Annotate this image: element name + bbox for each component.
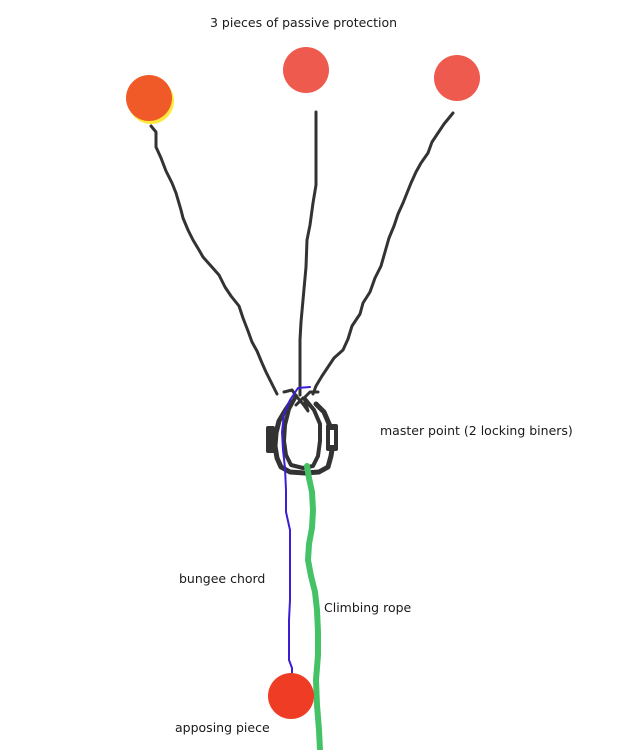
bungee-label: bungee chord xyxy=(179,571,266,586)
protection-right xyxy=(434,55,480,101)
title-label: 3 pieces of passive protection xyxy=(210,15,398,30)
apposing-piece-label: apposing piece xyxy=(175,720,270,735)
climbing-rope-label: Climbing rope xyxy=(324,600,412,615)
master-point-label: master point (2 locking biners) xyxy=(380,423,573,438)
biner-lock-left xyxy=(266,426,275,453)
climbing-rope xyxy=(304,463,323,750)
biner-lock-right-hole xyxy=(330,430,334,445)
protection-center xyxy=(283,47,329,93)
locking-biner-inner xyxy=(282,394,322,470)
protection-left xyxy=(126,75,172,121)
anchor-line-left xyxy=(149,124,279,396)
anchor-line-right xyxy=(311,111,455,396)
anchor-line-center xyxy=(298,110,318,397)
bungee-cord xyxy=(281,386,311,681)
apposing-piece xyxy=(268,673,314,719)
